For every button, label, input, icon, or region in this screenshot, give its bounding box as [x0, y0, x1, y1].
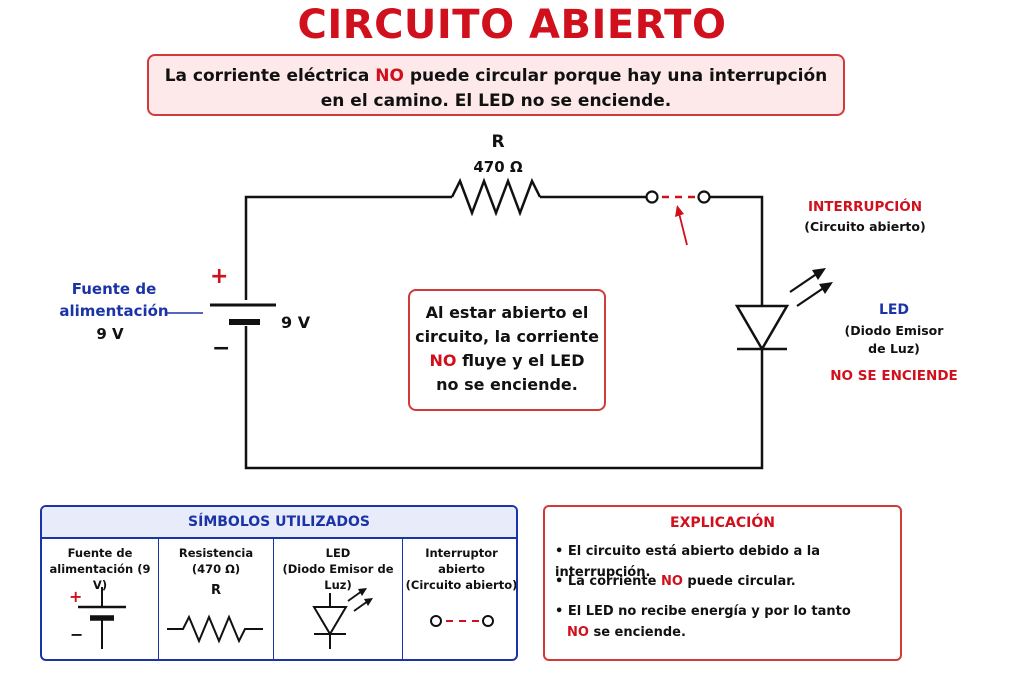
resistor-value: 470 Ω — [473, 158, 523, 176]
symbol-resistor: Resistencia (470 Ω) R — [159, 539, 274, 659]
subtitle-box: La corriente eléctrica NO puede circular… — [147, 54, 845, 116]
interruption-arrow — [678, 212, 688, 246]
explanation-bullet-2: • La corriente NO puede circular. — [555, 574, 796, 589]
explanation-panel: EXPLICACIÓN • El circuito está abierto d… — [543, 505, 902, 661]
source-label: Fuente de alimentación — [59, 280, 169, 320]
resistor-symbol — [450, 177, 542, 217]
wire-top-right — [710, 195, 764, 306]
symbols-header: SÍMBOLOS UTILIZADOS — [42, 507, 516, 539]
symbol-led: LED (Diodo Emisor de Luz) — [274, 539, 403, 659]
interruption-arrowhead — [675, 205, 684, 217]
symbol-switch-icon — [430, 615, 494, 627]
explanation-header: EXPLICACIÓN — [670, 515, 775, 531]
symbol-led-icon — [312, 588, 373, 649]
explanation-bullet-1: • El circuito está abierto debido a la i… — [555, 544, 821, 580]
led-arrowhead-1 — [812, 268, 826, 280]
symbols-panel: SÍMBOLOS UTILIZADOS Fuente de alimentaci… — [40, 505, 518, 661]
led-label: LED (Diodo Emisor de Luz) NO SE ENCIENDE — [826, 302, 962, 384]
symbol-switch: Interruptor abierto (Circuito abierto) — [403, 539, 516, 659]
battery-plus-sign: + — [210, 264, 229, 289]
battery-minus-sign: − — [212, 336, 231, 361]
symbol-battery-icon — [78, 587, 126, 649]
explanation-bullet-3: • El LED no recibe energía y por lo tant… — [555, 604, 851, 640]
symbol-source-plus: + — [69, 587, 83, 606]
led-arrowhead-2 — [819, 282, 833, 294]
symbol-resistor-icon — [167, 614, 263, 644]
source-label-voltage: 9 V — [96, 325, 124, 343]
led-status: NO SE ENCIENDE — [830, 368, 958, 384]
center-note: Al estar abierto el circuito, la corrien… — [408, 289, 606, 411]
subtitle-line-2: en el camino. El LED no se enciende. — [320, 91, 672, 111]
led-triangle — [734, 304, 790, 352]
switch-terminal-left — [645, 190, 659, 204]
switch-terminal-right — [697, 190, 711, 204]
led-arrow-2 — [796, 286, 826, 307]
page-title: CIRCUITO ABIERTO — [297, 2, 727, 48]
interruption-label: INTERRUPCIÓN (Circuito abierto) — [804, 199, 926, 234]
symbol-resistor-r: R — [210, 583, 221, 598]
symbol-source-minus: − — [70, 625, 84, 644]
subtitle-line-1: La corriente eléctrica NO puede circular… — [164, 66, 828, 86]
battery-voltage: 9 V — [281, 313, 311, 332]
no-emphasis: NO — [375, 66, 404, 86]
symbol-source: Fuente de alimentación (9 V) + − — [42, 539, 159, 659]
wire-bottom — [244, 326, 764, 470]
wire-top-left — [244, 195, 452, 300]
resistor-name: R — [491, 132, 505, 152]
led-arrow-1 — [789, 272, 819, 293]
